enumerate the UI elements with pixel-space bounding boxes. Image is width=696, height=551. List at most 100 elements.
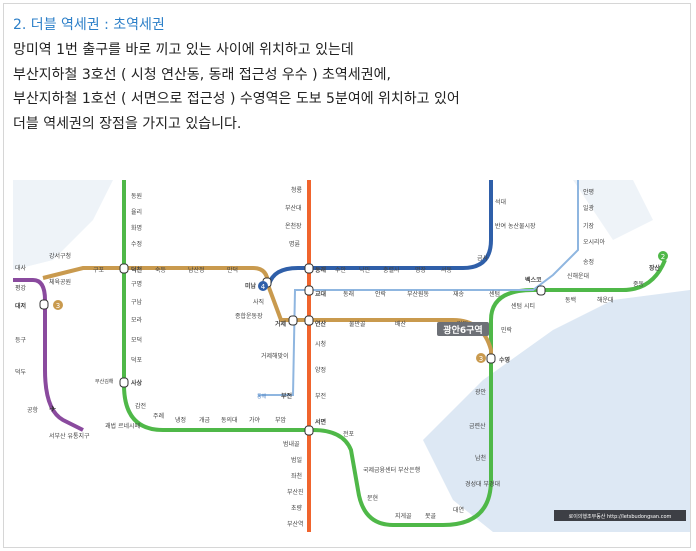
station-label: 동해 xyxy=(257,393,267,400)
station-label: 부산원동 xyxy=(407,290,430,298)
station-label: 민락 xyxy=(501,326,513,334)
station-label: 동의대 xyxy=(221,416,238,424)
station-label: 범내골 xyxy=(283,440,300,448)
station-label: 송정 xyxy=(583,258,594,266)
bgl-route xyxy=(13,278,84,432)
station-label: 감전 xyxy=(135,402,146,410)
station-label: 센텀 시티 xyxy=(511,302,535,310)
station-label: 오시리아 xyxy=(583,238,606,246)
donghae-route xyxy=(258,180,579,396)
station-label: 충렬사 xyxy=(383,266,400,274)
description-paragraph: 망미역 1번 출구를 바로 끼고 있는 사이에 위치하고 있는데 부산지하철 3… xyxy=(13,38,460,136)
station-label: 등구 xyxy=(15,337,27,344)
station-label: 사상 xyxy=(131,379,143,387)
station-label: 체육공원 xyxy=(49,278,71,286)
station-label: 일광 xyxy=(583,204,595,212)
line4-badge xyxy=(258,281,268,291)
station-label: 부산역 xyxy=(287,520,304,528)
station-label: 안락 xyxy=(375,290,387,298)
station-label: 못골 xyxy=(425,513,437,520)
credit-label: 로이의행조부동산 http://letsbudongsan.com xyxy=(569,513,672,520)
station-label: 덕두 xyxy=(15,369,27,376)
station-label: 남산정 xyxy=(188,266,205,274)
airplane-icon: ✈ xyxy=(49,405,57,415)
station-label: 광안 xyxy=(475,388,487,396)
station-label: 개금 xyxy=(199,416,211,424)
station-label: 공항 xyxy=(27,406,39,414)
station-label: 기장 xyxy=(583,222,595,230)
line2-badge-label: 2 xyxy=(661,253,665,261)
station-label: 부산진 xyxy=(287,488,304,496)
station-label: 좌천 xyxy=(291,472,302,480)
description-line: 부산지하철 1호선 ( 서면으로 접근성 ) 수영역은 도보 5분여에 위치하고… xyxy=(13,91,460,107)
station-label: 덕천 xyxy=(131,266,143,274)
station-label: 수안 xyxy=(335,266,347,274)
station-label: 안평 xyxy=(583,188,594,196)
station-label: 부산김해 xyxy=(95,378,114,385)
line3-badge xyxy=(53,300,63,310)
station-label: 석대 xyxy=(495,198,506,206)
station-label: 센텀 xyxy=(489,290,500,298)
station-label: 배산 xyxy=(395,320,407,328)
station-label: 벡스코 xyxy=(525,276,542,284)
credit-box xyxy=(554,510,686,521)
station-label: 강서구청 xyxy=(49,252,71,260)
station-label: 명륜 xyxy=(289,240,301,248)
station-label: 동래 xyxy=(343,290,354,298)
water-area xyxy=(13,180,113,270)
station-label: 부전 xyxy=(281,392,293,400)
station-label: 율리 xyxy=(131,208,142,216)
station-label: 남천 xyxy=(475,454,486,462)
subway-map: 4 3 2 3 동원 율리 화명 수정 덕천 구포 강서구청 체육공원 대사 평… xyxy=(13,180,690,532)
station-label: 물만골 xyxy=(349,320,366,328)
highlight-box xyxy=(437,322,489,336)
station-label: 수정 xyxy=(131,241,142,248)
station-label: 구명 xyxy=(131,280,142,288)
station-label: 시청 xyxy=(315,341,326,348)
section-heading: 2. 더블 역세권 : 초역세권 xyxy=(13,17,165,33)
line3-badge-label: 3 xyxy=(479,355,483,363)
station-label: 대연 xyxy=(453,506,464,514)
station-label: 장산 xyxy=(649,264,661,272)
line3-badge xyxy=(476,353,486,363)
station-label: 종합운동장 xyxy=(235,312,263,320)
station-label: 금련산 xyxy=(469,422,486,430)
station-label: 명장 xyxy=(415,266,427,274)
station-label: 미남 xyxy=(245,282,257,290)
station-label: 연산 xyxy=(315,320,327,328)
highlight-label: 광안6구역 xyxy=(443,324,482,336)
station-label: 동원 xyxy=(131,192,142,200)
line4-route xyxy=(267,180,493,286)
station-label: 만덕 xyxy=(227,266,238,274)
station-label: 문현 xyxy=(367,494,378,502)
line4-badge-label: 4 xyxy=(261,283,266,291)
station-label: 숙등 xyxy=(155,266,167,274)
station-label: 초량 xyxy=(291,505,303,512)
station-label: 평강 xyxy=(15,284,27,292)
station-label: 교대 xyxy=(315,290,327,298)
station-label: 해운대 xyxy=(597,296,614,304)
station-label: 구남 xyxy=(131,298,143,306)
station-label: 모덕 xyxy=(131,337,142,344)
station-label: 재송 xyxy=(453,290,465,298)
station-label: 낙민 xyxy=(359,266,370,274)
station-label: 지게골 xyxy=(395,512,412,520)
station-label: 거제 xyxy=(275,320,287,328)
station-label: 신해운대 xyxy=(567,272,589,280)
station-label: 금사 xyxy=(477,254,489,262)
station-label: 화명 xyxy=(131,224,142,232)
station-label: 모라 xyxy=(131,316,143,324)
content-frame: 2. 더블 역세권 : 초역세권 망미역 1번 출구를 바로 끼고 있는 사이에… xyxy=(3,3,691,548)
station-label: 대저 xyxy=(15,302,26,310)
station-label: 냉정 xyxy=(175,416,186,424)
station-label: 부암 xyxy=(275,416,287,424)
station-label: 주례 xyxy=(153,412,164,420)
station-label: 동백 xyxy=(565,296,576,304)
description-line: 더블 역세권의 장점을 가지고 있습니다. xyxy=(13,115,242,132)
station-label: 덕포 xyxy=(131,357,143,364)
station-label: 경성대 부경대 xyxy=(465,480,500,488)
station-label: 서부산 유통지구 xyxy=(49,432,90,440)
station-label: 대사 xyxy=(15,264,27,272)
water-area xyxy=(573,180,653,240)
station-label: 동래 xyxy=(315,266,327,274)
